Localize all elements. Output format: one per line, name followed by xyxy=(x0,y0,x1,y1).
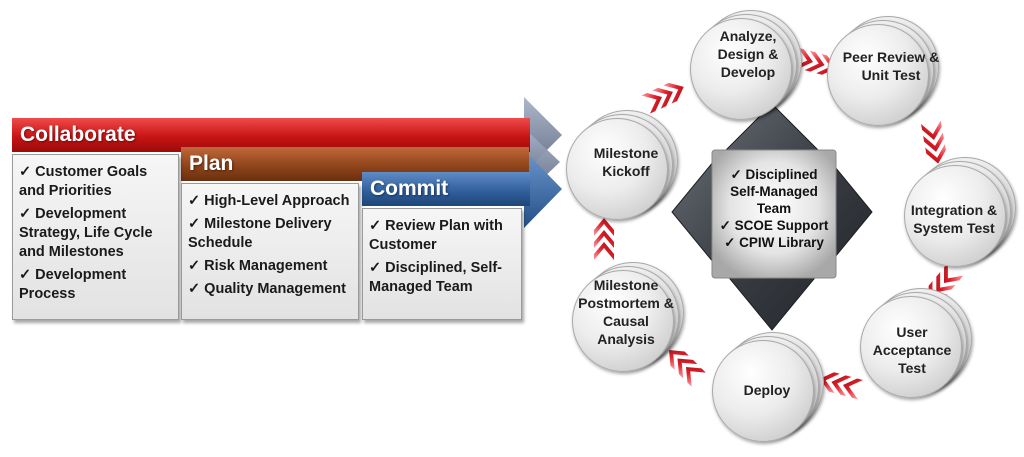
plan-list: ✓ High-Level Approach ✓ Milestone Delive… xyxy=(181,183,359,320)
cycle-node-integration: Integration & System Test xyxy=(904,157,1024,275)
cycle-node-label: Integration & System Test xyxy=(910,202,998,236)
cycle-node-deploy: Deploy xyxy=(712,332,832,450)
collaborate-title: Collaborate xyxy=(20,123,136,146)
plan-item: ✓ High-Level Approach xyxy=(188,193,350,209)
commit-title: Commit xyxy=(370,177,449,200)
commit-list: ✓ Review Plan with Customer ✓ Discipline… xyxy=(362,208,522,320)
hub-line: ✓ Disciplined Self-Managed Team xyxy=(730,167,818,216)
chevron-connector xyxy=(819,372,863,400)
plan-item: ✓ Quality Management xyxy=(188,281,346,297)
cycle-node-user-acceptance: User Acceptance Test xyxy=(860,288,980,406)
collaborate-list: ✓ Customer Goals and Priorities ✓ Develo… xyxy=(12,154,179,320)
hub-center-panel xyxy=(711,149,837,279)
chevron-connector xyxy=(641,82,684,114)
cycle-node-label: Peer Review & Unit Test xyxy=(842,49,940,83)
commit-item: ✓ Review Plan with Customer xyxy=(369,218,503,253)
commit-bar: Commit xyxy=(362,172,530,206)
cycle-node-analyze: Analyze, Design & Develop xyxy=(690,10,810,128)
commit-item: ✓ Disciplined, Self-Managed Team xyxy=(369,260,503,295)
chevron-connector xyxy=(921,120,946,164)
collaborate-item: ✓ Customer Goals and Priorities xyxy=(19,164,148,199)
hub-line: ✓ SCOE Support xyxy=(719,218,829,233)
cycle-node-label: Deploy xyxy=(743,382,791,398)
cycle-node-label: Milestone Kickoff xyxy=(593,145,659,179)
cycle-node-peer-review: Peer Review & Unit Test xyxy=(827,16,947,134)
cycle-node-label: User Acceptance Test xyxy=(872,324,952,376)
collaborate-item: ✓ Development Strategy, Life Cycle and M… xyxy=(19,206,153,260)
cycle-node-label: Milestone Postmortem & Causal Analysis xyxy=(578,277,674,347)
hub-line: ✓ CPIW Library xyxy=(724,235,824,250)
chevron-connector xyxy=(669,350,706,387)
plan-item: ✓ Milestone Delivery Schedule xyxy=(188,216,332,251)
collaborate-item: ✓ Development Process xyxy=(19,267,127,302)
chevron-connector xyxy=(594,218,614,260)
cycle-node-kickoff: Milestone Kickoff xyxy=(566,110,686,228)
cycle-node-label: Analyze, Design & Develop xyxy=(717,28,779,80)
plan-item: ✓ Risk Management xyxy=(188,258,328,274)
cycle-node-postmortem: Milestone Postmortem & Causal Analysis xyxy=(572,262,692,380)
collaborate-bar: Collaborate xyxy=(12,118,530,152)
hub-label: ✓ Disciplined Self-Managed Team ✓ SCOE S… xyxy=(716,166,832,251)
plan-title: Plan xyxy=(189,152,234,175)
